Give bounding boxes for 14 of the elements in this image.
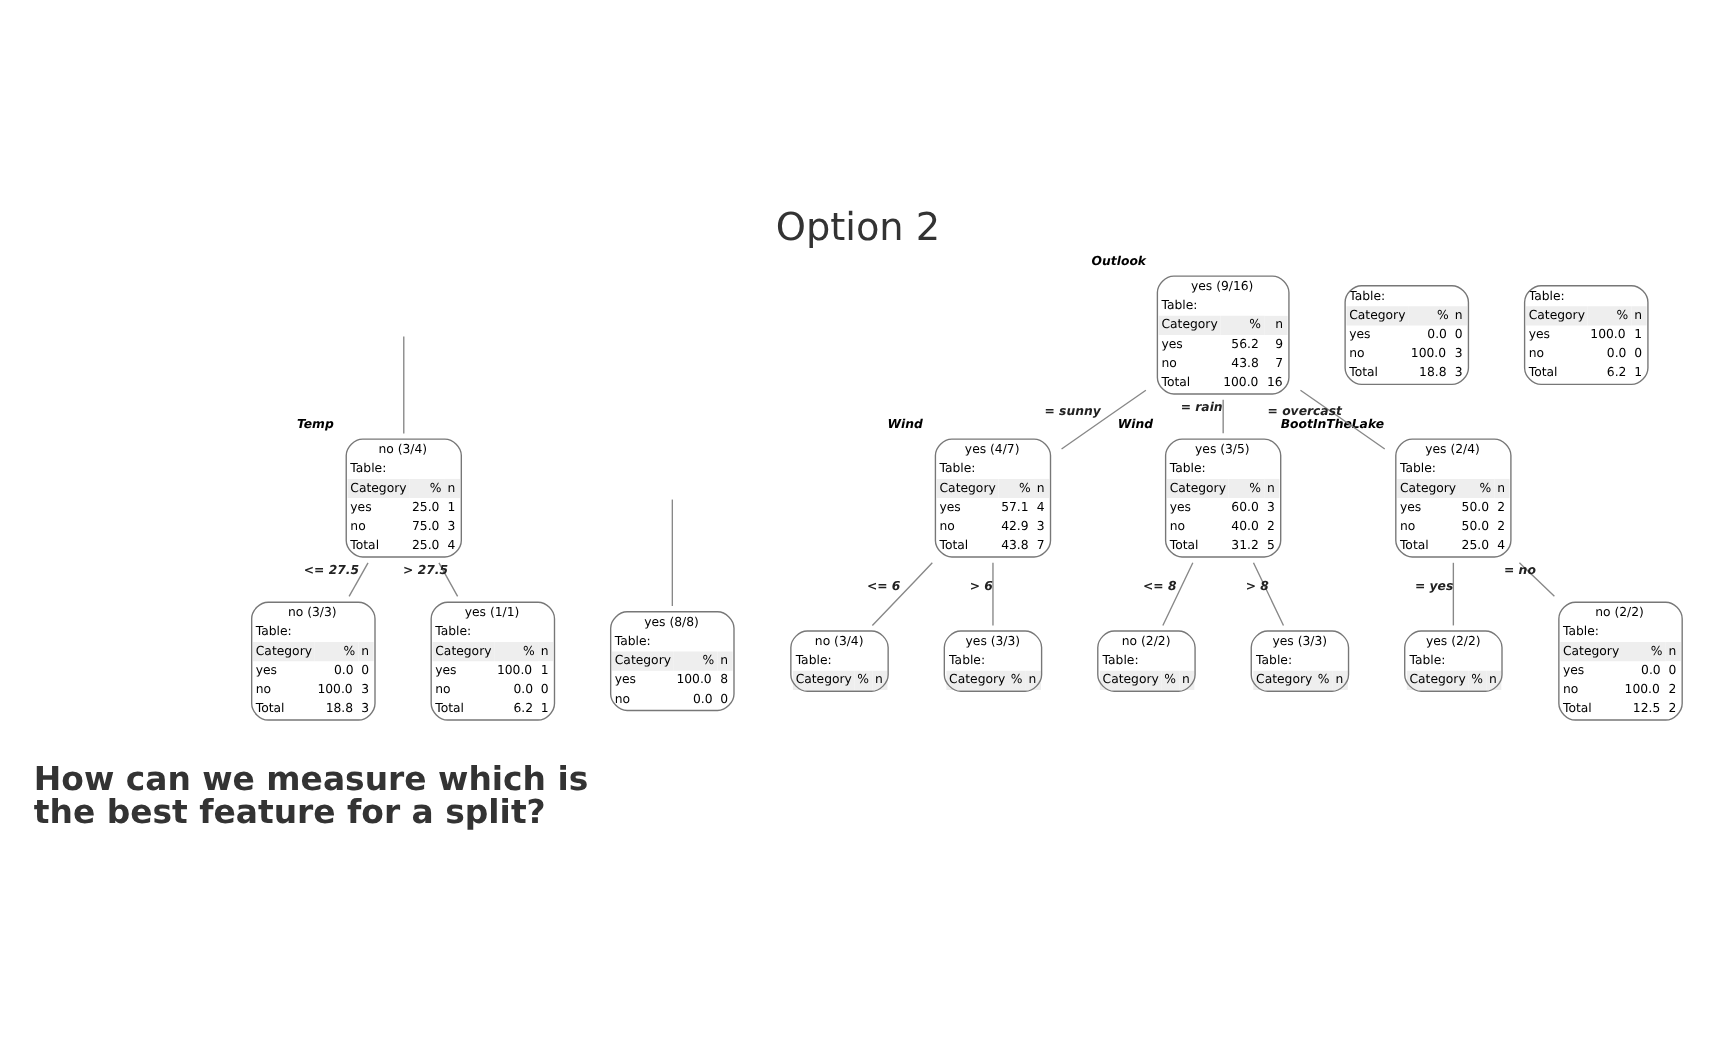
connector [348,561,369,596]
connector [1222,398,1224,433]
connector [403,334,405,434]
connector [992,561,994,626]
connector [1452,561,1455,626]
connector [1060,388,1147,449]
connector [1299,388,1386,449]
label: How can we measure which is the best feature for a split? [33,759,589,831]
connector [871,561,933,626]
diagram-title: Option 2 [775,202,941,249]
connector [438,561,459,596]
connector [671,497,674,606]
connector [1162,561,1194,626]
connector [1252,561,1285,626]
